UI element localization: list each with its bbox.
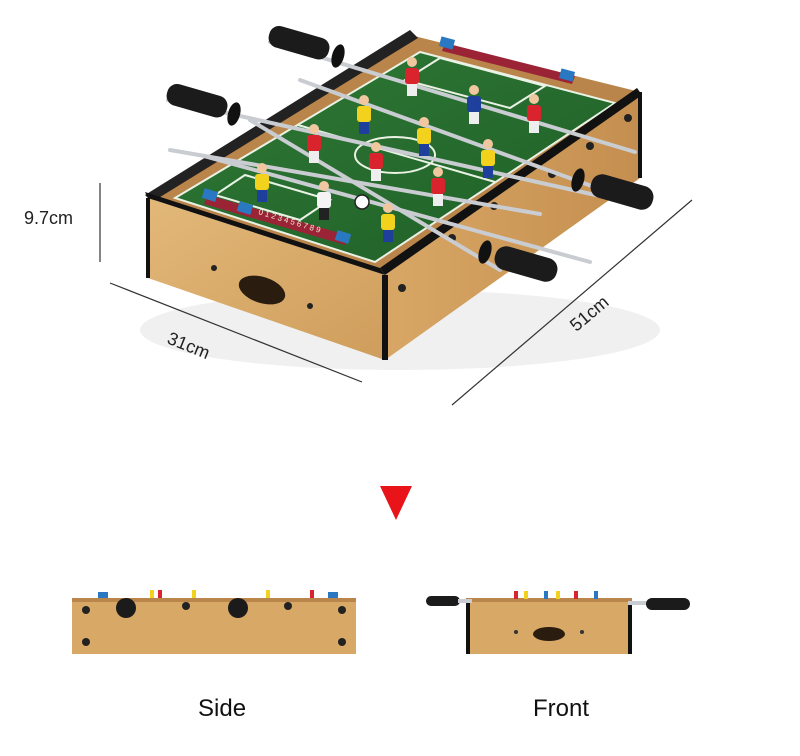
down-arrow-icon [380,486,412,520]
front-view-image [426,591,690,654]
rod-handle-back-2[interactable] [164,82,243,128]
rod-handle-back-1[interactable] [266,24,347,70]
players-red-team [307,57,541,206]
goal-opening [238,275,286,305]
playing-field [175,52,615,262]
side-view-image [72,590,356,654]
foosball-table-perspective: 0 1 2 3 4 5 6 7 8 9 [99,24,693,406]
side-view-caption: Side [198,695,247,722]
table-side-panel [385,92,640,360]
front-view-caption: Front [533,695,590,722]
dimension-lines [99,183,693,406]
players-yellow-team [255,85,495,242]
player-rods [166,40,637,272]
rod-handle-front-2[interactable] [476,239,560,285]
score-strip-front[interactable] [201,188,352,245]
ball [354,194,370,210]
rod-handle-front-1[interactable] [569,167,656,213]
height-dimension-label: 9.7cm [24,208,74,228]
score-strip-back[interactable] [438,36,576,84]
